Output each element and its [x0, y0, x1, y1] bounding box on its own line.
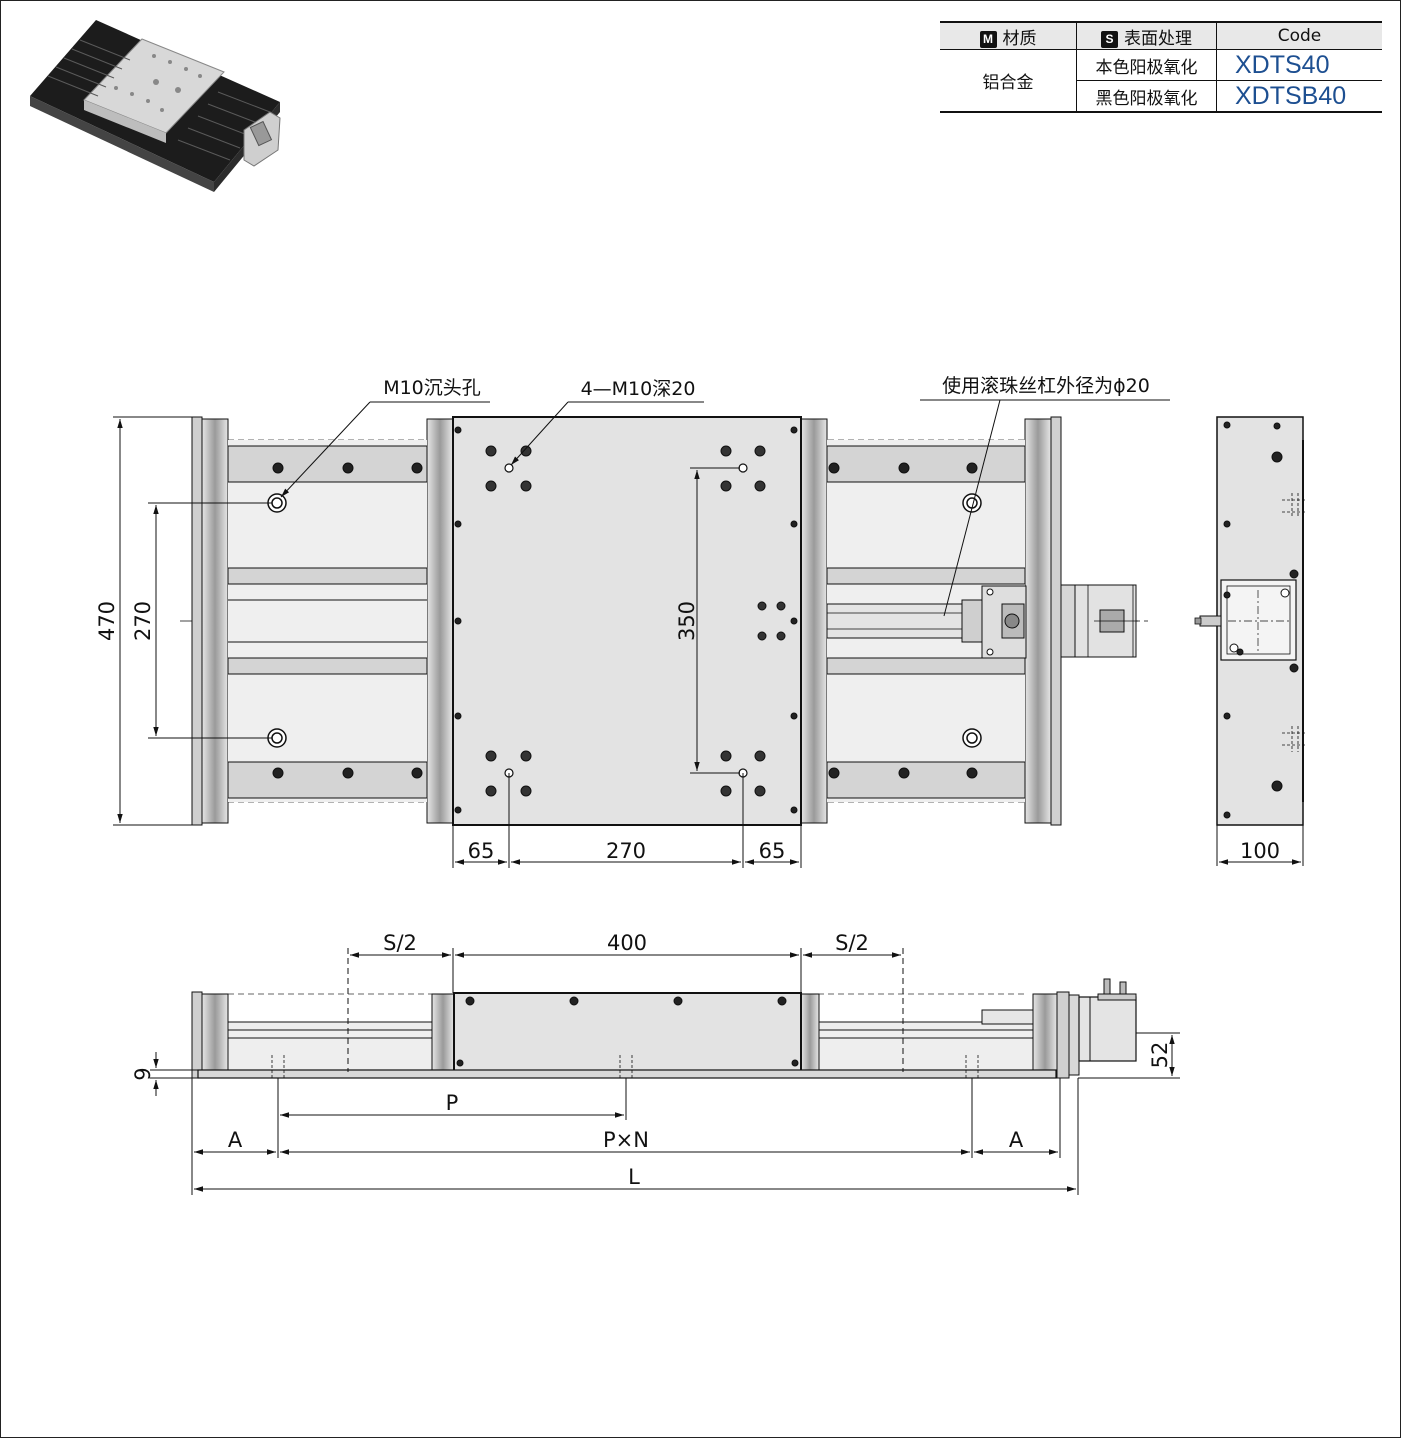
- product-photo: [30, 20, 281, 192]
- end-view: [1194, 416, 1306, 866]
- dim-a-left: A: [228, 1128, 243, 1152]
- top-view-dimensions: [113, 399, 1170, 868]
- counterbore-label: M10沉头孔: [383, 377, 481, 399]
- dim-350: 350: [675, 601, 699, 641]
- surface-black: 黑色阳极氧化: [1076, 80, 1217, 113]
- dim-9: 9: [131, 1067, 155, 1080]
- dim-470: 470: [95, 601, 119, 641]
- dim-pxn: P×N: [603, 1128, 649, 1152]
- dim-a-right: A: [1009, 1128, 1024, 1152]
- dim-65-right: 65: [759, 839, 786, 863]
- dim-270-vertical: 270: [131, 601, 155, 641]
- dim-p: P: [446, 1091, 459, 1115]
- code-black: XDTSB40: [1216, 80, 1382, 113]
- dim-65-left: 65: [468, 839, 495, 863]
- dim-s-half-left: S/2: [383, 931, 417, 955]
- material-value: 铝合金: [940, 49, 1077, 113]
- code-natural: XDTS40: [1216, 49, 1382, 81]
- code-header: Code: [1216, 21, 1382, 50]
- side-view: [191, 978, 1137, 1079]
- threaded-holes-label: 4—M10深20: [581, 378, 696, 400]
- dim-52: 52: [1148, 1042, 1172, 1069]
- side-view-dimensions: [150, 948, 1180, 1195]
- dim-s-half-right: S/2: [835, 931, 869, 955]
- dim-270-horizontal: 270: [606, 839, 646, 863]
- surface-badge: S: [1101, 30, 1118, 48]
- dim-400: 400: [607, 931, 647, 955]
- dim-l: L: [628, 1165, 640, 1189]
- top-view: [180, 416, 1150, 826]
- surface-natural: 本色阳极氧化: [1076, 49, 1217, 81]
- material-badge: M: [979, 30, 997, 48]
- dim-100: 100: [1240, 839, 1280, 863]
- ball-screw-label: 使用滚珠丝杠外径为ϕ20: [942, 375, 1150, 397]
